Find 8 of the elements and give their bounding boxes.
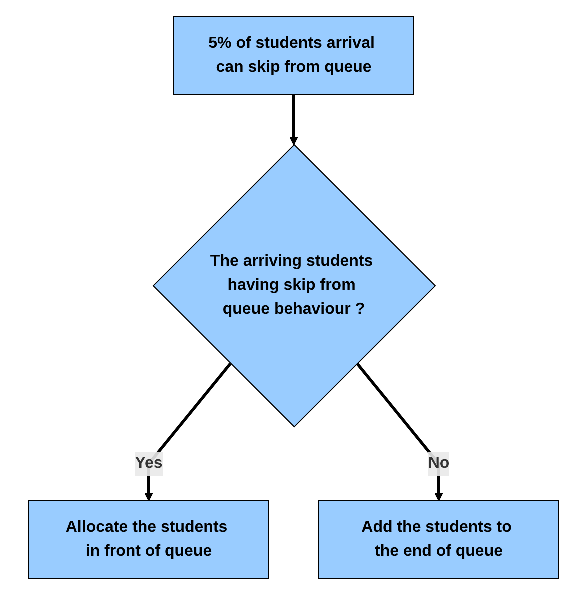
node-box: 5% of students arrival can skip from queue: [174, 16, 414, 96]
arrow: [356, 362, 444, 502]
node-box: Allocate the students in front of queue: [28, 500, 270, 580]
node-box: Add the students to the end of queue: [318, 500, 560, 580]
node-diamond: The arriving students having skip from queue behaviour ?: [152, 144, 436, 428]
edge-label: Yes: [135, 455, 163, 472]
arrow: [290, 95, 298, 146]
edge-label: No: [428, 455, 450, 472]
